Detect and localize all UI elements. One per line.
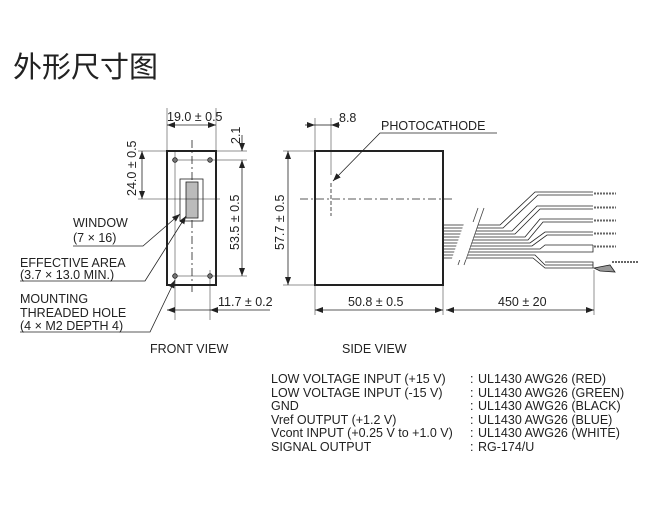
side-view-label: SIDE VIEW (342, 342, 407, 356)
cable-row: Vref OUTPUT (+1.2 V): UL1430 AWG26 (BLUE) (271, 412, 624, 428)
cable-row: LOW VOLTAGE INPUT (+15 V): UL1430 AWG26 (… (271, 372, 624, 387)
front-view-label: FRONT VIEW (150, 342, 228, 356)
signal-name: LOW VOLTAGE INPUT (-15 V) (271, 385, 443, 400)
signal-name: Vref OUTPUT (+1.2 V) (271, 412, 397, 427)
effective-area-label: EFFECTIVE AREA (20, 256, 126, 270)
mounting-holes (172, 157, 213, 279)
cables (443, 191, 638, 273)
page-title: 外形尺寸图 (13, 50, 159, 84)
window (179, 178, 204, 222)
cable-type: UL1430 AWG26 (GREEN) (478, 385, 625, 400)
cable-spec-table: LOW VOLTAGE INPUT (+15 V): UL1430 AWG26 (… (271, 372, 625, 455)
dim-top-offset: 2.1 (229, 127, 243, 144)
separator: : (470, 426, 474, 441)
effective-area (185, 181, 199, 219)
photocathode-label: PHOTOCATHODE (381, 119, 485, 133)
dim-offset: 8.8 (339, 111, 356, 125)
separator: : (470, 385, 474, 400)
separator: : (470, 372, 474, 386)
cable-type: UL1430 AWG26 (BLUE) (478, 412, 613, 427)
cable-row: LOW VOLTAGE INPUT (-15 V): UL1430 AWG26 (… (271, 385, 625, 401)
dim-hole-pitch-h: 11.7 ± 0.2 (218, 295, 273, 309)
dim-hole-pitch-v: 53.5 ± 0.5 (228, 194, 242, 250)
signal-name: LOW VOLTAGE INPUT (+15 V) (271, 372, 446, 386)
signal-name: GND (271, 399, 299, 414)
cable-row: Vcont INPUT (+0.25 V to +1.0 V): UL1430 A… (271, 427, 624, 441)
separator: : (470, 412, 474, 427)
dim-center: 24.0 ± 0.5 (125, 140, 139, 196)
mounting-label-3: (4 × M2 DEPTH 4) (20, 319, 123, 333)
cable-row: SIGNAL OUTPUT: RG-174/U (271, 439, 624, 455)
mounting-label-1: MOUNTING (20, 292, 88, 306)
signal-name: Vcont INPUT (+0.25 V to +1.0 V) (271, 426, 453, 441)
cable-row: GND: UL1430 AWG26 (BLACK) (271, 400, 624, 414)
window-size: (7 × 16) (73, 231, 116, 245)
separator: : (470, 439, 474, 454)
front-view-body (166, 150, 217, 286)
mounting-label-2: THREADED HOLE (20, 306, 126, 320)
dim-depth: 50.8 ± 0.5 (348, 295, 404, 309)
effective-area-size: (3.7 × 13.0 MIN.) (20, 268, 114, 282)
window-label: WINDOW (73, 216, 128, 230)
cable-type: UL1430 AWG26 (BLACK) (478, 399, 621, 414)
separator: : (470, 399, 474, 414)
dim-width-front: 19.0 ± 0.5 (167, 110, 223, 124)
side-view-body (314, 150, 444, 286)
cable-type: UL1430 AWG26 (WHITE) (478, 426, 620, 441)
signal-name: SIGNAL OUTPUT (271, 439, 372, 454)
dim-cable: 450 ± 20 (498, 295, 547, 309)
cable-type: RG-174/U (478, 439, 535, 454)
dim-height-side: 57.7 ± 0.5 (273, 194, 287, 250)
cable-type: UL1430 AWG26 (RED) (478, 372, 607, 386)
